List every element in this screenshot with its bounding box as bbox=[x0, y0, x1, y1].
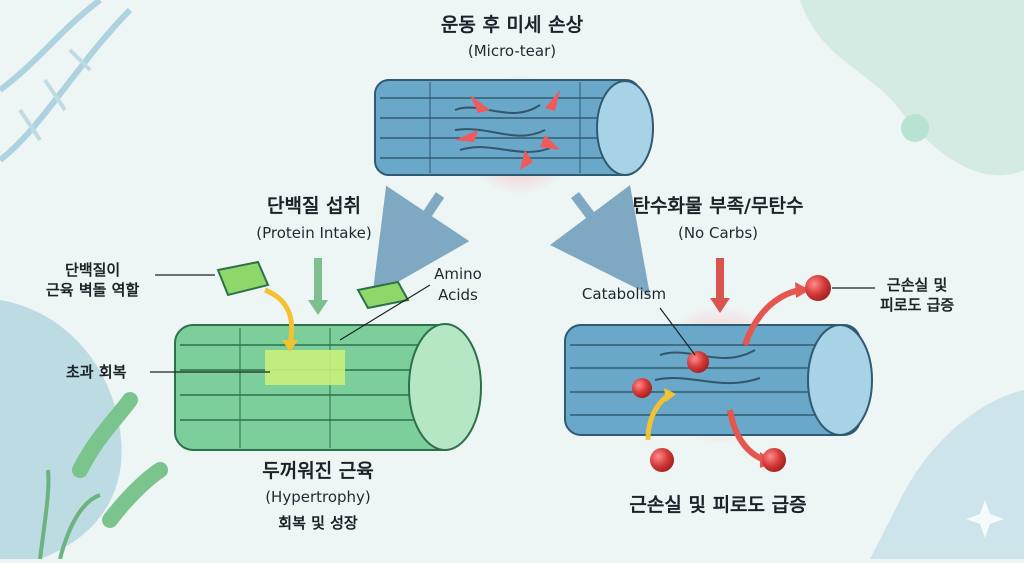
hypertrophy-title: 두꺼워진 근육 bbox=[262, 460, 374, 482]
callout-supercompensation: 초과 회복 bbox=[66, 363, 127, 381]
top-subtitle: (Micro-tear) bbox=[467, 42, 557, 60]
callout-protein-bricks: 단백질이 근육 벽돌 역할 bbox=[46, 260, 139, 301]
muscle-bundle-top bbox=[374, 75, 654, 195]
sparkle-icon bbox=[966, 500, 1004, 538]
leader-catabolism bbox=[659, 307, 696, 356]
arrow-to-nocarbs bbox=[550, 185, 650, 295]
arrow-to-protein bbox=[372, 185, 470, 297]
dna-helix-icon bbox=[0, 0, 133, 163]
hypertrophy-subtitle-2: 회복 및 성장 bbox=[278, 514, 358, 532]
amino-acid-block-1 bbox=[216, 260, 270, 297]
nocarbs-title: 탄수화물 부족/무탄수 bbox=[632, 195, 804, 217]
hypertrophy-subtitle: (Hypertrophy) bbox=[265, 488, 371, 506]
top-title: 운동 후 미세 손상 bbox=[440, 14, 584, 36]
nocarbs-result: 근손실 및 피로도 급증 bbox=[629, 494, 807, 516]
bg-bubble bbox=[901, 114, 929, 142]
protein-ball-5 bbox=[762, 448, 786, 472]
catabolism-label: Catabolism bbox=[581, 285, 667, 303]
protein-ball-2 bbox=[632, 378, 652, 398]
bg-blob-bottom-left bbox=[0, 300, 122, 559]
damage-arrows bbox=[455, 90, 560, 170]
protein-ball-1 bbox=[687, 351, 709, 373]
protein-title: 단백질 섭취 bbox=[266, 195, 362, 217]
protein-ball-3 bbox=[805, 275, 831, 301]
bg-blob-bottom-right bbox=[870, 390, 1024, 559]
leader-amino bbox=[339, 284, 431, 341]
callout-right-line-1: 근손실 및 bbox=[886, 276, 948, 294]
amino-label-1: Amino bbox=[434, 265, 482, 283]
arrow-yellow-into-muscle bbox=[263, 287, 295, 346]
bg-blob-top-right bbox=[800, 0, 1024, 176]
muscle-bundle-catabolic bbox=[564, 305, 873, 445]
arrow-out-up bbox=[742, 287, 801, 346]
protein-ball-4 bbox=[650, 448, 674, 472]
callout-line-1: 단백질이 bbox=[65, 261, 121, 279]
amino-label-2: Acids bbox=[438, 286, 478, 304]
amino-acid-block-2 bbox=[356, 280, 410, 310]
callout-right-line-2: 피로도 급증 bbox=[880, 296, 955, 315]
callout-muscle-loss: 근손실 및 피로도 급증 bbox=[880, 275, 954, 316]
muscle-bundle-green bbox=[174, 323, 482, 451]
bacteria-decor-icon bbox=[38, 392, 168, 560]
protein-subtitle: (Protein Intake) bbox=[256, 224, 372, 242]
callout-line-2: 근육 벽돌 역할 bbox=[46, 281, 140, 300]
nocarbs-subtitle: (No Carbs) bbox=[677, 224, 759, 242]
